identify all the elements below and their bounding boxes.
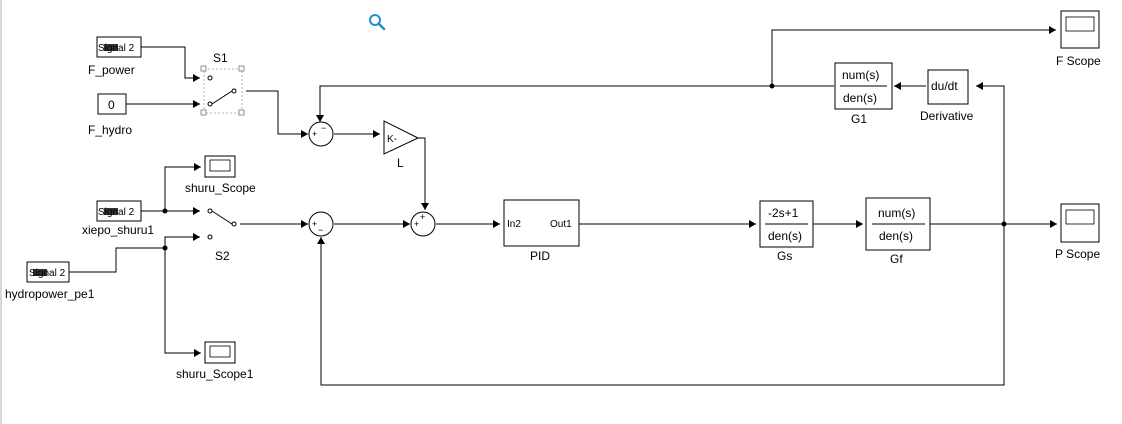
- pid-in-port: In2: [507, 219, 521, 230]
- sum-block-2[interactable]: + −: [308, 211, 334, 237]
- sum2-minus-sign: −: [318, 225, 323, 235]
- sum1-plus-sign: +: [312, 129, 317, 139]
- label-gain-l: L: [397, 156, 404, 170]
- g1-numerator: num(s): [842, 68, 879, 82]
- transfer-fcn-gf[interactable]: num(s) den(s): [865, 197, 931, 251]
- derivative-block[interactable]: du/dt: [927, 69, 969, 105]
- signal-builder-f-power[interactable]: Signal 2: [96, 36, 142, 58]
- label-pid: PID: [530, 249, 550, 263]
- label-derivative: Derivative: [920, 109, 974, 123]
- sum1-minus-sign: −: [321, 123, 326, 133]
- pid-subsystem[interactable]: In2 Out1: [503, 199, 580, 247]
- label-hydropower-pe1: hydropower_pe1: [5, 287, 95, 301]
- label-s1: S1: [213, 51, 228, 65]
- label-xiepo-shuru1: xiepo_shuru1: [82, 223, 154, 237]
- g1-denominator: den(s): [843, 91, 877, 105]
- signal-builder-hydropower[interactable]: Signal 2: [26, 261, 70, 283]
- label-f-scope: F Scope: [1056, 54, 1101, 68]
- label-p-scope: P Scope: [1055, 247, 1100, 261]
- transfer-fcn-gs[interactable]: -2s+1 den(s): [759, 200, 814, 248]
- label-f-hydro: F_hydro: [88, 123, 132, 137]
- magnifier-icon[interactable]: [367, 12, 387, 32]
- derivative-text: du/dt: [931, 79, 958, 93]
- f-scope[interactable]: [1060, 10, 1100, 49]
- label-gs: Gs: [777, 249, 792, 263]
- signal-builder-xiepo[interactable]: Signal 2: [96, 200, 142, 222]
- gf-denominator: den(s): [879, 229, 913, 243]
- gain-block-l[interactable]: K-: [383, 120, 420, 155]
- sum-block-1[interactable]: + −: [308, 121, 334, 147]
- gs-denominator: den(s): [768, 229, 802, 243]
- label-f-power: F_power: [88, 63, 135, 77]
- signal-xiepo-text: Signal 2: [98, 207, 135, 218]
- gf-numerator: num(s): [878, 206, 915, 220]
- sum2-plus-sign: +: [312, 219, 317, 229]
- gs-numerator: -2s+1: [768, 206, 799, 220]
- sum3-plus-sign-2: +: [420, 212, 425, 222]
- pid-out-port: Out1: [550, 219, 572, 230]
- signal-f-power-text: Signal 2: [98, 43, 135, 54]
- switch-s2[interactable]: [207, 208, 237, 240]
- signal-lines: [69, 26, 1057, 386]
- gain-text: K-: [387, 134, 397, 145]
- label-shuru-scope1: shuru_Scope1: [176, 367, 254, 381]
- junction-dots: [162, 83, 1007, 251]
- sum-block-3[interactable]: + +: [410, 211, 436, 237]
- signal-hydropower-text: Signal 2: [29, 268, 66, 279]
- switch-s1[interactable]: [200, 65, 245, 116]
- label-gf: Gf: [890, 252, 903, 266]
- p-scope[interactable]: [1060, 203, 1100, 243]
- constant-f-hydro[interactable]: 0: [97, 93, 127, 115]
- label-g1: G1: [851, 112, 867, 126]
- label-shuru-scope: shuru_Scope: [185, 181, 256, 195]
- constant-value: 0: [108, 98, 115, 112]
- scope-shuru-scope1[interactable]: [204, 341, 236, 364]
- transfer-fcn-g1[interactable]: num(s) den(s): [834, 62, 893, 110]
- scope-shuru-scope[interactable]: [204, 155, 236, 178]
- canvas-left-border: [0, 0, 2, 424]
- sum3-plus-sign-1: +: [414, 219, 419, 229]
- label-s2: S2: [215, 249, 230, 263]
